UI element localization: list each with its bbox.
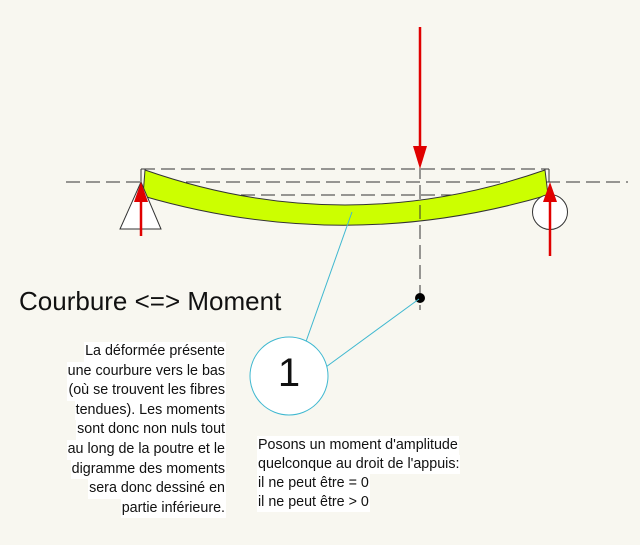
- applied-load-arrowhead-icon: [413, 146, 427, 169]
- paragraph-line: tendues). Les moments: [74, 400, 226, 421]
- paragraph-line: digramme des moments: [70, 459, 226, 480]
- paragraph-line: La déformée présente: [84, 342, 226, 362]
- diagram-title: Courbure <=> Moment: [19, 286, 282, 316]
- paragraph-line: sera donc dessiné en: [88, 479, 226, 499]
- deformed-beam: [142, 169, 549, 226]
- paragraph-line: Posons un moment d'amplitude: [257, 436, 459, 455]
- right-reaction-arrowhead-icon: [543, 182, 557, 202]
- paragraph-line: il ne peut être > 0: [257, 493, 370, 512]
- leader-line-to-point: [314, 298, 420, 376]
- callout-bubble: [249, 336, 329, 416]
- left-reaction-arrowhead-icon: [134, 182, 148, 202]
- paragraph-line: il ne peut être = 0: [257, 474, 370, 493]
- paragraph-line: une courbure vers le bas: [66, 361, 226, 382]
- paragraph-line: sont donc non nuls tout: [76, 420, 226, 440]
- paragraph-line: au long de la poutre et le: [66, 439, 226, 460]
- section-point-dot: [415, 293, 425, 303]
- paragraph-line: (où se trouvent les fibres: [67, 381, 226, 401]
- paragraph-line: partie inférieure.: [120, 498, 226, 519]
- paragraph-line: quelconque au droit de l'appuis:: [257, 455, 461, 474]
- leader-line-to-beam: [302, 211, 353, 351]
- right-paragraph: Posons un moment d'amplitude quelconque …: [257, 436, 461, 512]
- callout-number: 1: [277, 351, 301, 395]
- left-paragraph: La déformée présente une courbure vers l…: [66, 342, 226, 519]
